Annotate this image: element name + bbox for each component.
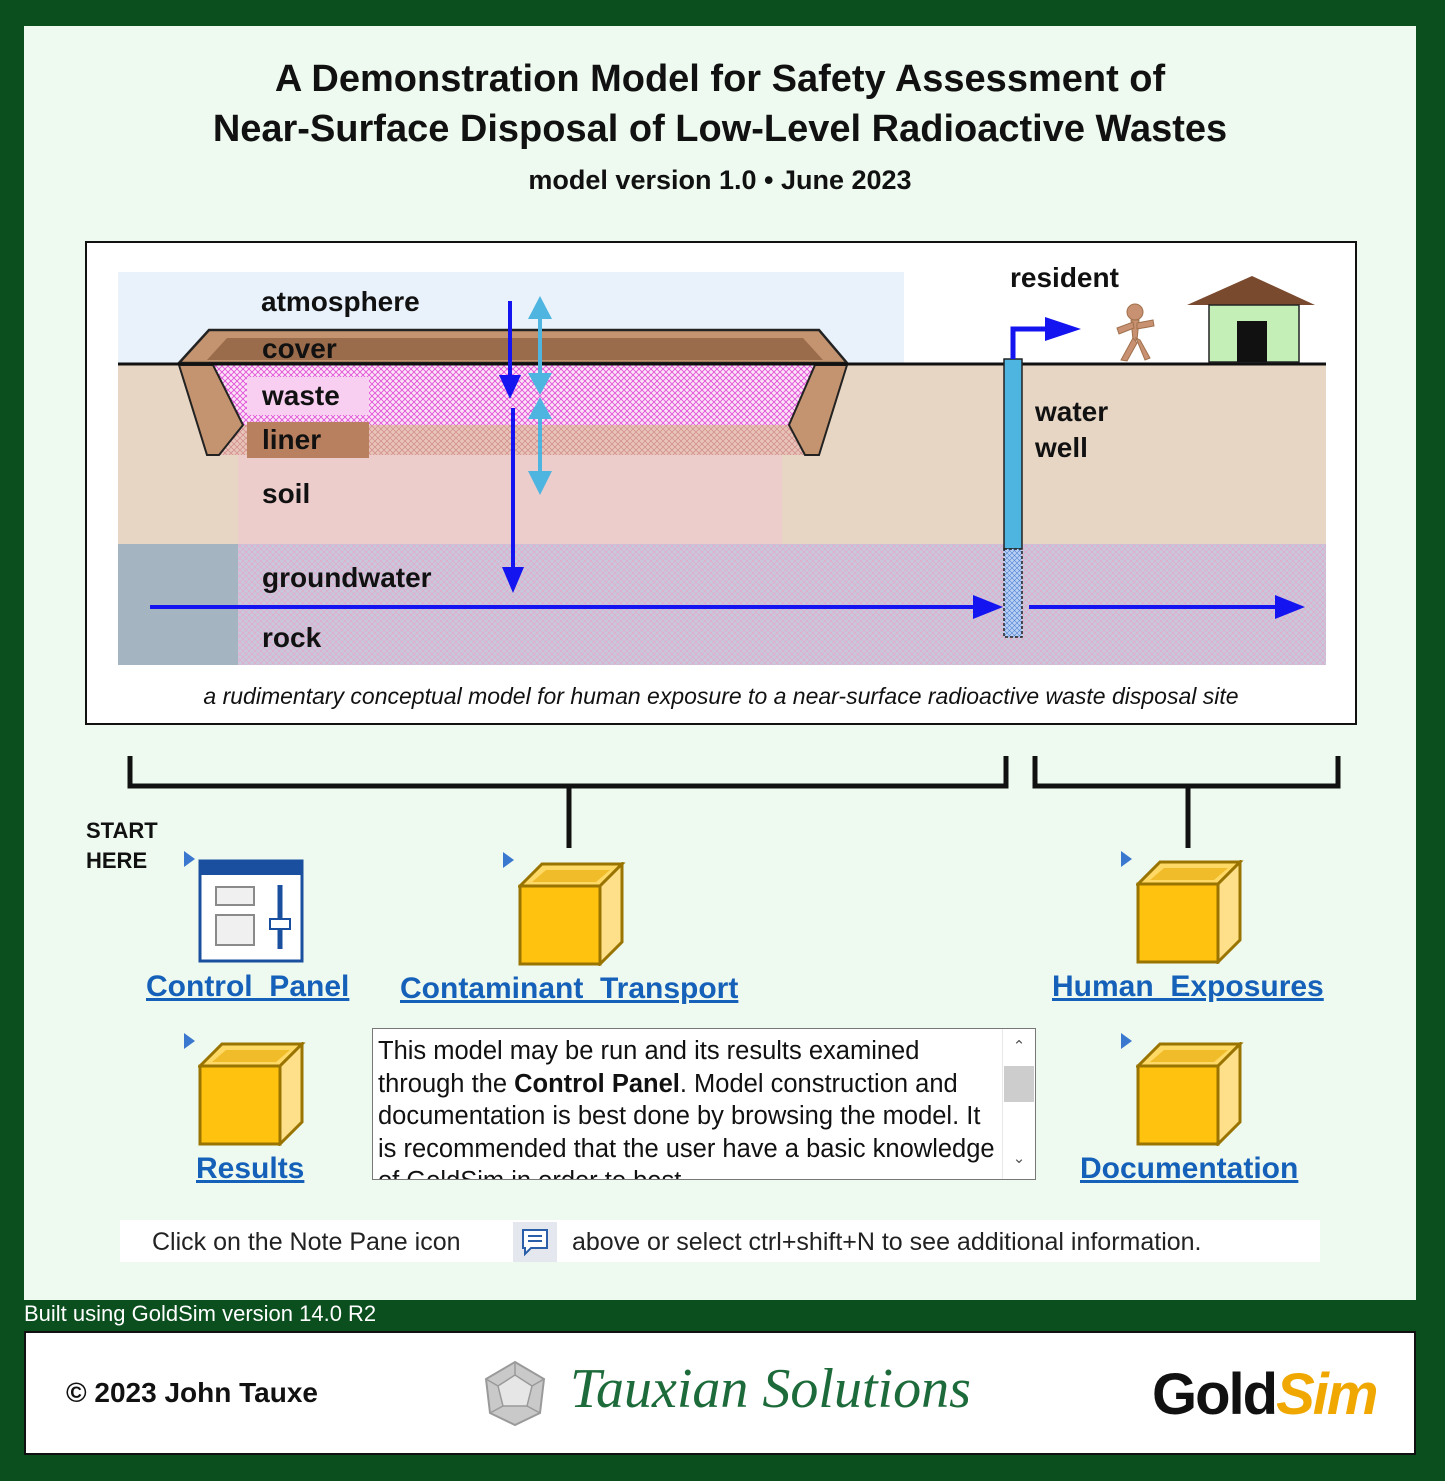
tauxian-logo: Tauxian Solutions (570, 1358, 971, 1420)
expand-arrow-icon[interactable] (184, 851, 195, 867)
page-title-line1: A Demonstration Model for Safety Assessm… (274, 58, 1166, 100)
house-icon (1187, 276, 1315, 363)
page-title-line2: Near-Surface Disposal of Low-Level Radio… (212, 108, 1228, 150)
container-icon[interactable] (518, 862, 626, 966)
hint-text-before: Click on the Note Pane icon (152, 1228, 461, 1256)
label-liner: liner (262, 424, 321, 455)
built-with-label: Built using GoldSim version 14.0 R2 (24, 1301, 377, 1326)
page-subtitle: model version 1.0 • June 2023 (528, 165, 912, 195)
copyright: © 2023 John Tauxe (66, 1377, 318, 1408)
main-panel: A Demonstration Model for Safety Assessm… (24, 26, 1416, 1300)
grouping-brackets (127, 756, 1341, 848)
dodecahedron-logo-icon (484, 1360, 546, 1427)
diagram-caption: a rudimentary conceptual model for human… (203, 683, 1239, 709)
note-pane-icon[interactable] (513, 1222, 557, 1262)
label-atmosphere: atmosphere (261, 286, 420, 317)
label-groundwater: groundwater (262, 562, 432, 593)
hint-bar: Click on the Note Pane icon above or sel… (120, 1220, 1320, 1262)
conceptual-diagram: atmosphere cover waste liner soil ground… (85, 241, 1357, 725)
scroll-up-icon[interactable]: ⌃ (1012, 1038, 1026, 1055)
diagram-graphic: atmosphere cover waste liner soil ground… (118, 262, 1326, 665)
container-icon[interactable] (1136, 1042, 1244, 1146)
expand-arrow-icon[interactable] (1121, 1033, 1132, 1049)
expand-arrow-icon[interactable] (184, 1033, 195, 1049)
label-resident: resident (1010, 262, 1119, 293)
note-scrollbar[interactable]: ⌃ ⌄ (1002, 1029, 1035, 1179)
label-waste: waste (261, 380, 340, 411)
control-panel-link[interactable]: Control Panel (146, 970, 350, 1003)
hint-text-after: above or select ctrl+shift+N to see addi… (572, 1228, 1202, 1256)
expand-arrow-icon[interactable] (1121, 851, 1132, 867)
human-exposures-link[interactable]: Human Exposures (1052, 970, 1324, 1003)
goldsim-logo: GoldSim (1152, 1362, 1378, 1427)
label-soil: soil (262, 478, 310, 509)
person-icon (1116, 303, 1155, 362)
documentation-link[interactable]: Documentation (1080, 1152, 1299, 1185)
start-here-label: START HERE (86, 818, 158, 873)
control-panel-icon[interactable] (198, 859, 306, 965)
footer-banner: © 2023 John Tauxe Tauxian Solutions Gold… (24, 1331, 1416, 1455)
scroll-down-icon[interactable]: ⌄ (1012, 1150, 1026, 1167)
expand-arrow-icon[interactable] (503, 852, 514, 868)
results-link[interactable]: Results (196, 1152, 305, 1185)
label-cover: cover (262, 333, 337, 364)
label-rock: rock (262, 622, 322, 653)
scrollbar-thumb[interactable] (1004, 1066, 1034, 1102)
label-water: water (1034, 396, 1108, 427)
note-text: This model may be run and its results ex… (378, 1037, 995, 1179)
note-text-box[interactable]: This model may be run and its results ex… (372, 1028, 1036, 1180)
container-icon[interactable] (1136, 860, 1244, 964)
label-well: well (1034, 432, 1088, 463)
container-icon[interactable] (198, 1042, 306, 1146)
contaminant-transport-link[interactable]: Contaminant Transport (400, 972, 739, 1005)
